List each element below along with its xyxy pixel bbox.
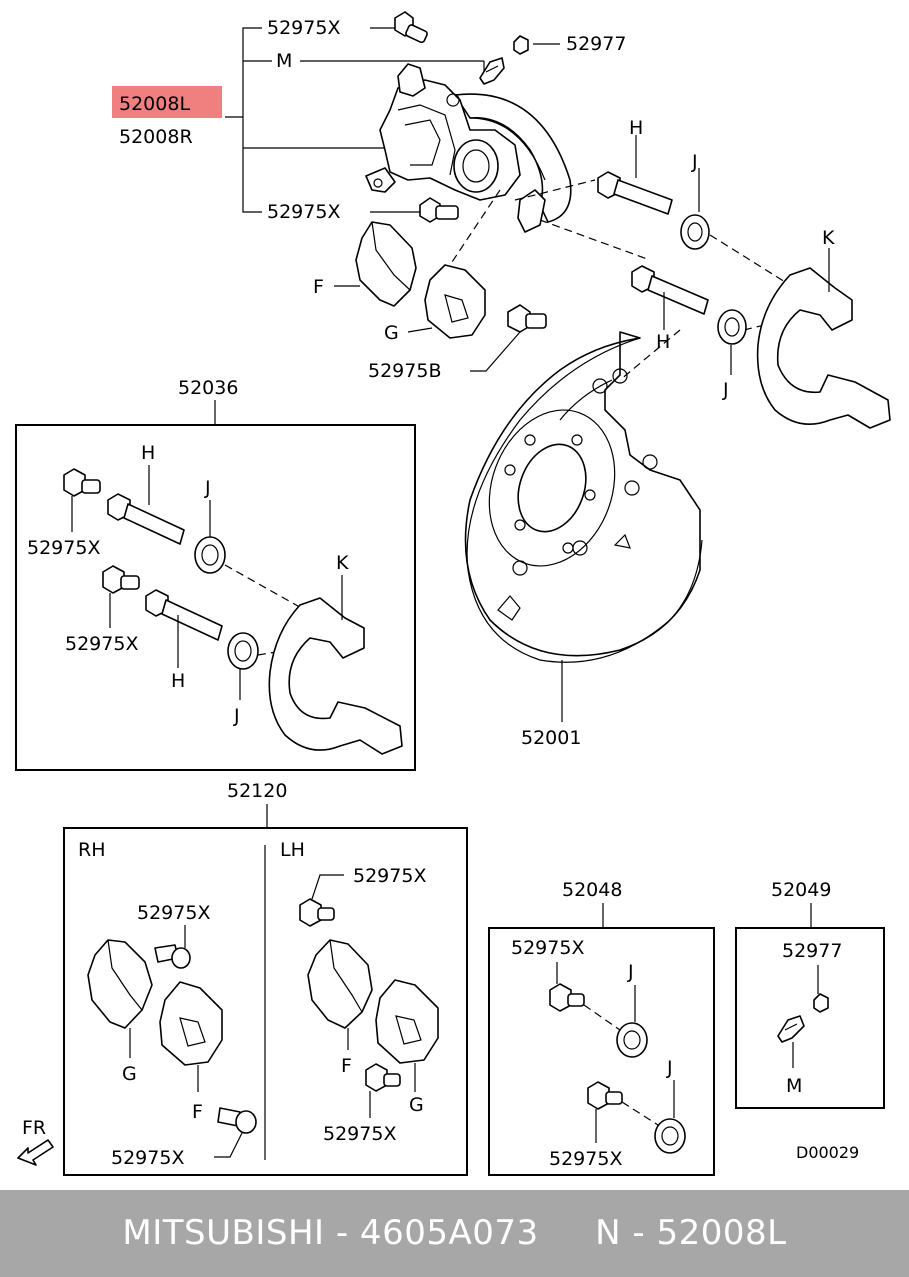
guide-pin-h-lower	[631, 265, 709, 330]
caliper-assembly	[365, 63, 572, 233]
brake-pad-f-main	[334, 221, 417, 307]
label-52975x-lower: 52975X	[267, 201, 340, 223]
backing-plate-52001	[464, 331, 703, 722]
highlight-52008l	[112, 86, 222, 118]
label-52001: 52001	[521, 727, 581, 749]
diagram-code: D00029	[796, 1143, 859, 1162]
label-52049-m: M	[786, 1075, 802, 1097]
kit-52049-box	[735, 903, 885, 1109]
label-lh-f: F	[341, 1055, 352, 1077]
diagram-labels: 52975X M 52977 52008L 52008R 52975X H J …	[22, 17, 859, 1170]
kit-52120-box	[17, 804, 468, 1176]
brake-pad-g-main	[407, 264, 486, 339]
label-52975b: 52975B	[368, 360, 441, 382]
footer-part-text: MITSUBISHI - 4605A073 N - 52008L	[122, 1213, 787, 1253]
label-52048-bolt-top: 52975X	[511, 937, 584, 959]
label-52048-bolt-bottom: 52975X	[549, 1148, 622, 1170]
label-lh: LH	[280, 839, 305, 861]
label-52049-part: 52977	[782, 940, 842, 962]
label-52036-bolt-top: 52975X	[27, 537, 100, 559]
label-rh-f: F	[192, 1101, 203, 1123]
bolt-52975b	[470, 304, 547, 372]
label-52036-h-bottom: H	[171, 670, 185, 692]
label-52008l: 52008L	[119, 93, 190, 115]
support-bracket-k-main	[756, 248, 891, 429]
main-guide-lines	[439, 179, 791, 381]
label-m-top: M	[276, 50, 292, 72]
label-52008r: 52008R	[119, 126, 193, 148]
footer-bar: MITSUBISHI - 4605A073 N - 52008L	[0, 1190, 909, 1277]
label-rh: RH	[78, 839, 106, 861]
boot-j-upper	[680, 168, 710, 250]
label-rh-g: G	[122, 1063, 137, 1085]
bolt-52975x-upper	[394, 11, 428, 44]
bolt-52975x-lower	[419, 197, 459, 223]
label-kit-52120: 52120	[227, 780, 287, 802]
label-kit-52048: 52048	[562, 879, 622, 901]
kit-52048-box	[488, 903, 715, 1176]
label-k-main: K	[822, 227, 835, 249]
kit-52036-box	[15, 400, 416, 771]
parts-diagram: 52975X M 52977 52008L 52008R 52975X H J …	[15, 11, 891, 1176]
label-52036-bolt-bottom: 52975X	[65, 633, 138, 655]
label-g-main: G	[384, 322, 399, 344]
label-lh-bolt-top: 52975X	[353, 865, 426, 887]
label-kit-52049: 52049	[771, 879, 831, 901]
caliper-bracket-lines	[225, 27, 560, 213]
label-52036-j-top: J	[204, 477, 211, 499]
label-h-upper: H	[629, 117, 643, 139]
label-j-lower: J	[722, 379, 729, 401]
label-52977-top: 52977	[566, 33, 626, 55]
label-lh-bolt-bottom: 52975X	[323, 1123, 396, 1145]
label-f-main: F	[313, 276, 324, 298]
label-rh-bolt-bottom: 52975X	[111, 1147, 184, 1169]
label-52036-k: K	[336, 552, 349, 574]
label-rh-bolt-top: 52975X	[137, 902, 210, 924]
guide-pin-h-upper	[597, 135, 673, 215]
label-52036-h-top: H	[141, 442, 155, 464]
label-kit-52036: 52036	[178, 377, 238, 399]
label-52048-j-top: J	[627, 961, 634, 983]
boot-j-lower	[717, 309, 747, 375]
label-h-lower: H	[656, 331, 670, 353]
label-52036-j-bottom: J	[233, 705, 240, 727]
label-fr: FR	[22, 1117, 46, 1139]
label-52975x-upper: 52975X	[267, 17, 340, 39]
bleeder-m	[479, 57, 505, 85]
label-j-upper: J	[691, 151, 698, 173]
label-lh-g: G	[409, 1094, 424, 1116]
cap-52977	[513, 35, 529, 55]
label-52048-j-bottom: J	[666, 1057, 673, 1079]
